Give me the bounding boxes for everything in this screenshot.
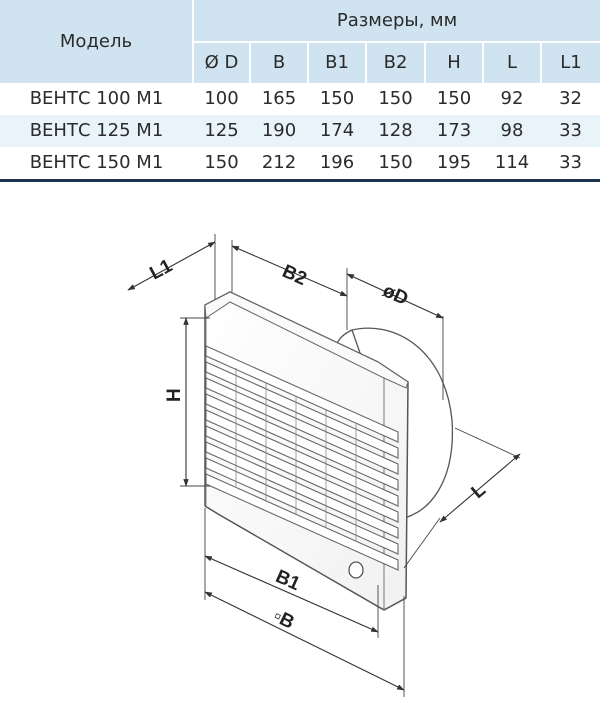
cell-l1: 33: [541, 115, 600, 147]
cell-b2: 150: [366, 147, 425, 182]
cell-b: 212: [250, 147, 308, 182]
cell-b: 190: [250, 115, 308, 147]
cell-h: 195: [425, 147, 483, 182]
col-header-d: Ø D: [193, 42, 251, 83]
label-l1: L1: [146, 255, 176, 284]
row-model: ВЕНТС 150 М1: [0, 147, 193, 182]
dimensions-group-header: Размеры, мм: [193, 0, 600, 43]
col-header-b: B: [250, 42, 309, 83]
cell-b2: 128: [366, 115, 425, 147]
dim-line-l: [439, 453, 521, 523]
label-h: H: [164, 388, 185, 402]
cell-d: 150: [193, 147, 250, 182]
col-header-l1: L1: [541, 42, 600, 83]
row-model: ВЕНТС 125 М1: [0, 115, 193, 147]
label-d: øD: [379, 280, 411, 309]
cell-l: 114: [483, 147, 541, 182]
label-b: ▫B: [270, 606, 298, 634]
cell-d: 125: [193, 115, 250, 147]
dimensions-table: Модель Размеры, мм Ø D B B1 B2 H L L1 ВЕ…: [0, 0, 600, 182]
table-row: ВЕНТС 125 М1 125 190 174 128 173 98 33: [0, 115, 600, 147]
cell-l: 98: [483, 115, 541, 147]
cell-b1: 150: [319, 88, 355, 109]
dimension-lines: [127, 241, 521, 691]
cell-b2: 150: [378, 88, 413, 109]
table-row: ВЕНТС 150 М1 150 212 196 150 195 114 33: [0, 147, 600, 182]
cell-l1: 33: [541, 147, 600, 182]
dim-line-b: [204, 591, 405, 691]
cell-l: 92: [500, 88, 524, 109]
cell-b: 165: [261, 88, 297, 109]
row-model: ВЕНТС 100 М1: [29, 88, 164, 109]
cell-h: 173: [425, 115, 483, 147]
col-header-b2: B2: [366, 42, 426, 83]
col-header-b1: B1: [308, 42, 367, 83]
table-row: ВЕНТС 100 М1 100 165 150 150 150 92 32: [0, 83, 600, 115]
louvre-grille: [205, 345, 399, 571]
model-header: Модель: [0, 0, 194, 83]
dim-line-b2: [231, 245, 348, 297]
cell-h: 150: [436, 88, 472, 109]
cell-l1: 32: [559, 88, 582, 109]
cell-d: 100: [204, 88, 239, 109]
control-knob: [348, 561, 364, 579]
dim-line-d: [346, 273, 444, 319]
label-b2: B2: [279, 261, 310, 290]
dim-line-l1: [127, 241, 216, 291]
fan-dimension-drawing: L1 B2 øD H L B1 ▫B: [127, 234, 521, 697]
cell-b1: 196: [308, 147, 366, 182]
cell-b1: 174: [308, 115, 366, 147]
col-header-h: H: [425, 42, 484, 83]
label-b1: B1: [272, 566, 303, 595]
col-header-l: L: [483, 42, 542, 83]
